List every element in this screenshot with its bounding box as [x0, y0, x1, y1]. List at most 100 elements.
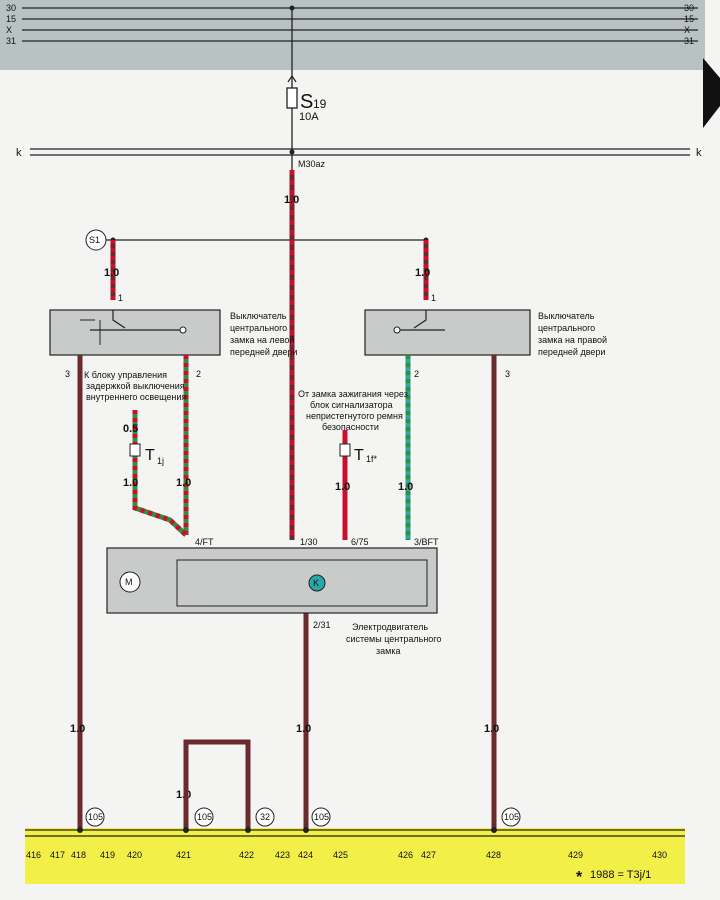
ground-point-428-label: 105 [504, 812, 519, 822]
fuse-s19 [286, 87, 298, 109]
motor-k-label: K [313, 578, 319, 588]
connector-t1j-label: T [145, 447, 155, 464]
motor-icon [119, 571, 141, 593]
left-switch-label-2: замка на левой [230, 335, 294, 345]
right-switch-pin-3: 3 [505, 369, 510, 379]
left-switch-pin-3: 3 [65, 369, 70, 379]
motor-pin-130: 1/30 [300, 537, 318, 547]
ignition-label-0: От замка зажигания через [298, 389, 408, 399]
ground-point-424-label: 105 [314, 812, 329, 822]
delay-unit-label-0: К блоку управления [84, 370, 167, 380]
bus-lines [22, 7, 698, 156]
delay-unit-label-1: задержкой выключения [86, 381, 185, 391]
col-number-430: 430 [652, 850, 667, 860]
connector-t1j-sub: 1j [157, 456, 164, 466]
col-number-428: 428 [486, 850, 501, 860]
col-number-425: 425 [333, 850, 348, 860]
right-switch-label-2: замка на правой [538, 335, 607, 345]
col-number-427: 427 [421, 850, 436, 860]
footnote-mark: * [576, 869, 583, 886]
col-number-424: 424 [298, 850, 313, 860]
col-number-429: 429 [568, 850, 583, 860]
right-switch-label-0: Выключатель [538, 311, 595, 321]
ignition-label-2: непристегнутого ремня [306, 411, 403, 421]
ignition-label-3: безопасности [322, 422, 379, 432]
ground-point-422 [255, 807, 275, 827]
left-switch-pin-2: 2 [196, 369, 201, 379]
right-switch-pin-2: 2 [414, 369, 419, 379]
connector-t1j [129, 443, 141, 457]
rail-label-k-right: k [696, 147, 702, 159]
motor-label-0: Электродвигатель [352, 622, 428, 632]
connector-t1f-label: T [354, 447, 364, 464]
rail-label-right-15: 15 [684, 14, 694, 24]
col-number-420: 420 [127, 850, 142, 860]
connector-t1f [339, 443, 351, 457]
left-switch-contact-icon [90, 310, 180, 331]
gauge-col-418: 1.0 [70, 723, 85, 735]
wire-loop-421-422 [183, 739, 251, 828]
col-number-426: 426 [398, 850, 413, 860]
motor-k-icon [308, 574, 326, 592]
gauge-right-2: 1.0 [398, 481, 413, 493]
ground-point-424 [311, 807, 331, 827]
ground-point-418-label: 105 [88, 812, 103, 822]
continue-arrow-icon [703, 58, 720, 128]
fuse-arrow-icon [287, 74, 297, 83]
rail-label-left-15: 15 [6, 14, 16, 24]
ground-point-428 [501, 807, 521, 827]
ground-point-422-label: 32 [260, 812, 270, 822]
motor-pin-3bft: 3/BFT [414, 537, 439, 547]
left-door-switch [49, 309, 221, 356]
col-number-419: 419 [100, 850, 115, 860]
gauge-main: 1.0 [284, 194, 299, 206]
ground-point-421 [194, 807, 214, 827]
right-switch-pin-1: 1 [431, 293, 436, 303]
motor-pin-231: 2/31 [313, 620, 331, 630]
col-number-417: 417 [50, 850, 65, 860]
rail-label-right-x: X [684, 25, 690, 35]
right-switch-label-3: передней двери [538, 347, 605, 357]
footnote: 1988 = T3j/1 [590, 869, 651, 881]
right-switch-label-1: центрального [538, 323, 595, 333]
wire-t1j-green-red [132, 410, 188, 537]
left-switch-label-0: Выключатель [230, 311, 287, 321]
fuse-rating: 10A [299, 111, 319, 123]
motor-m-label: M [125, 577, 133, 587]
left-switch-label-1: центрального [230, 323, 287, 333]
motor-pin-675: 6/75 [351, 537, 369, 547]
gauge-t1f: 1.0 [335, 481, 350, 493]
rail-label-left-x: X [6, 25, 12, 35]
right-switch-contact-icon [400, 310, 445, 331]
rail-label-left-30: 30 [6, 3, 16, 13]
left-switch-label-3: передней двери [230, 347, 297, 357]
col-number-416: 416 [26, 850, 41, 860]
col-number-422: 422 [239, 850, 254, 860]
rail-label-left-31: 31 [6, 36, 16, 46]
bottom-band [25, 828, 685, 884]
motor-label-1: системы центрального [346, 634, 441, 644]
rail-label-right-30: 30 [684, 3, 694, 13]
fuse-terminal: M30az [298, 159, 326, 169]
rail-label-k-left: k [16, 147, 22, 159]
motor-pin-4ft: 4/FT [195, 537, 214, 547]
right-door-switch [364, 309, 531, 356]
gauge-s1-left: 1.0 [104, 267, 119, 279]
gauge-left-2: 1.0 [176, 477, 191, 489]
gauge-s1-right: 1.0 [415, 267, 430, 279]
gauge-right-3: 1.0 [484, 723, 499, 735]
ignition-label-1: блок сигнализатора [310, 400, 393, 410]
ground-point-421-label: 105 [197, 812, 212, 822]
ground-point-418 [85, 807, 105, 827]
fuse-number: 19 [313, 97, 327, 111]
motor-label-2: замка [376, 646, 400, 656]
col-number-421: 421 [176, 850, 191, 860]
gauge-col-424: 1.0 [296, 723, 311, 735]
col-number-423: 423 [275, 850, 290, 860]
top-band [0, 0, 705, 70]
gauge-t1j-lower: 1.0 [123, 477, 138, 489]
connector-s1-label: S1 [89, 235, 100, 245]
connector-t1f-sub: 1f* [366, 454, 378, 464]
delay-unit-label-2: внутреннего освещения [86, 392, 186, 402]
